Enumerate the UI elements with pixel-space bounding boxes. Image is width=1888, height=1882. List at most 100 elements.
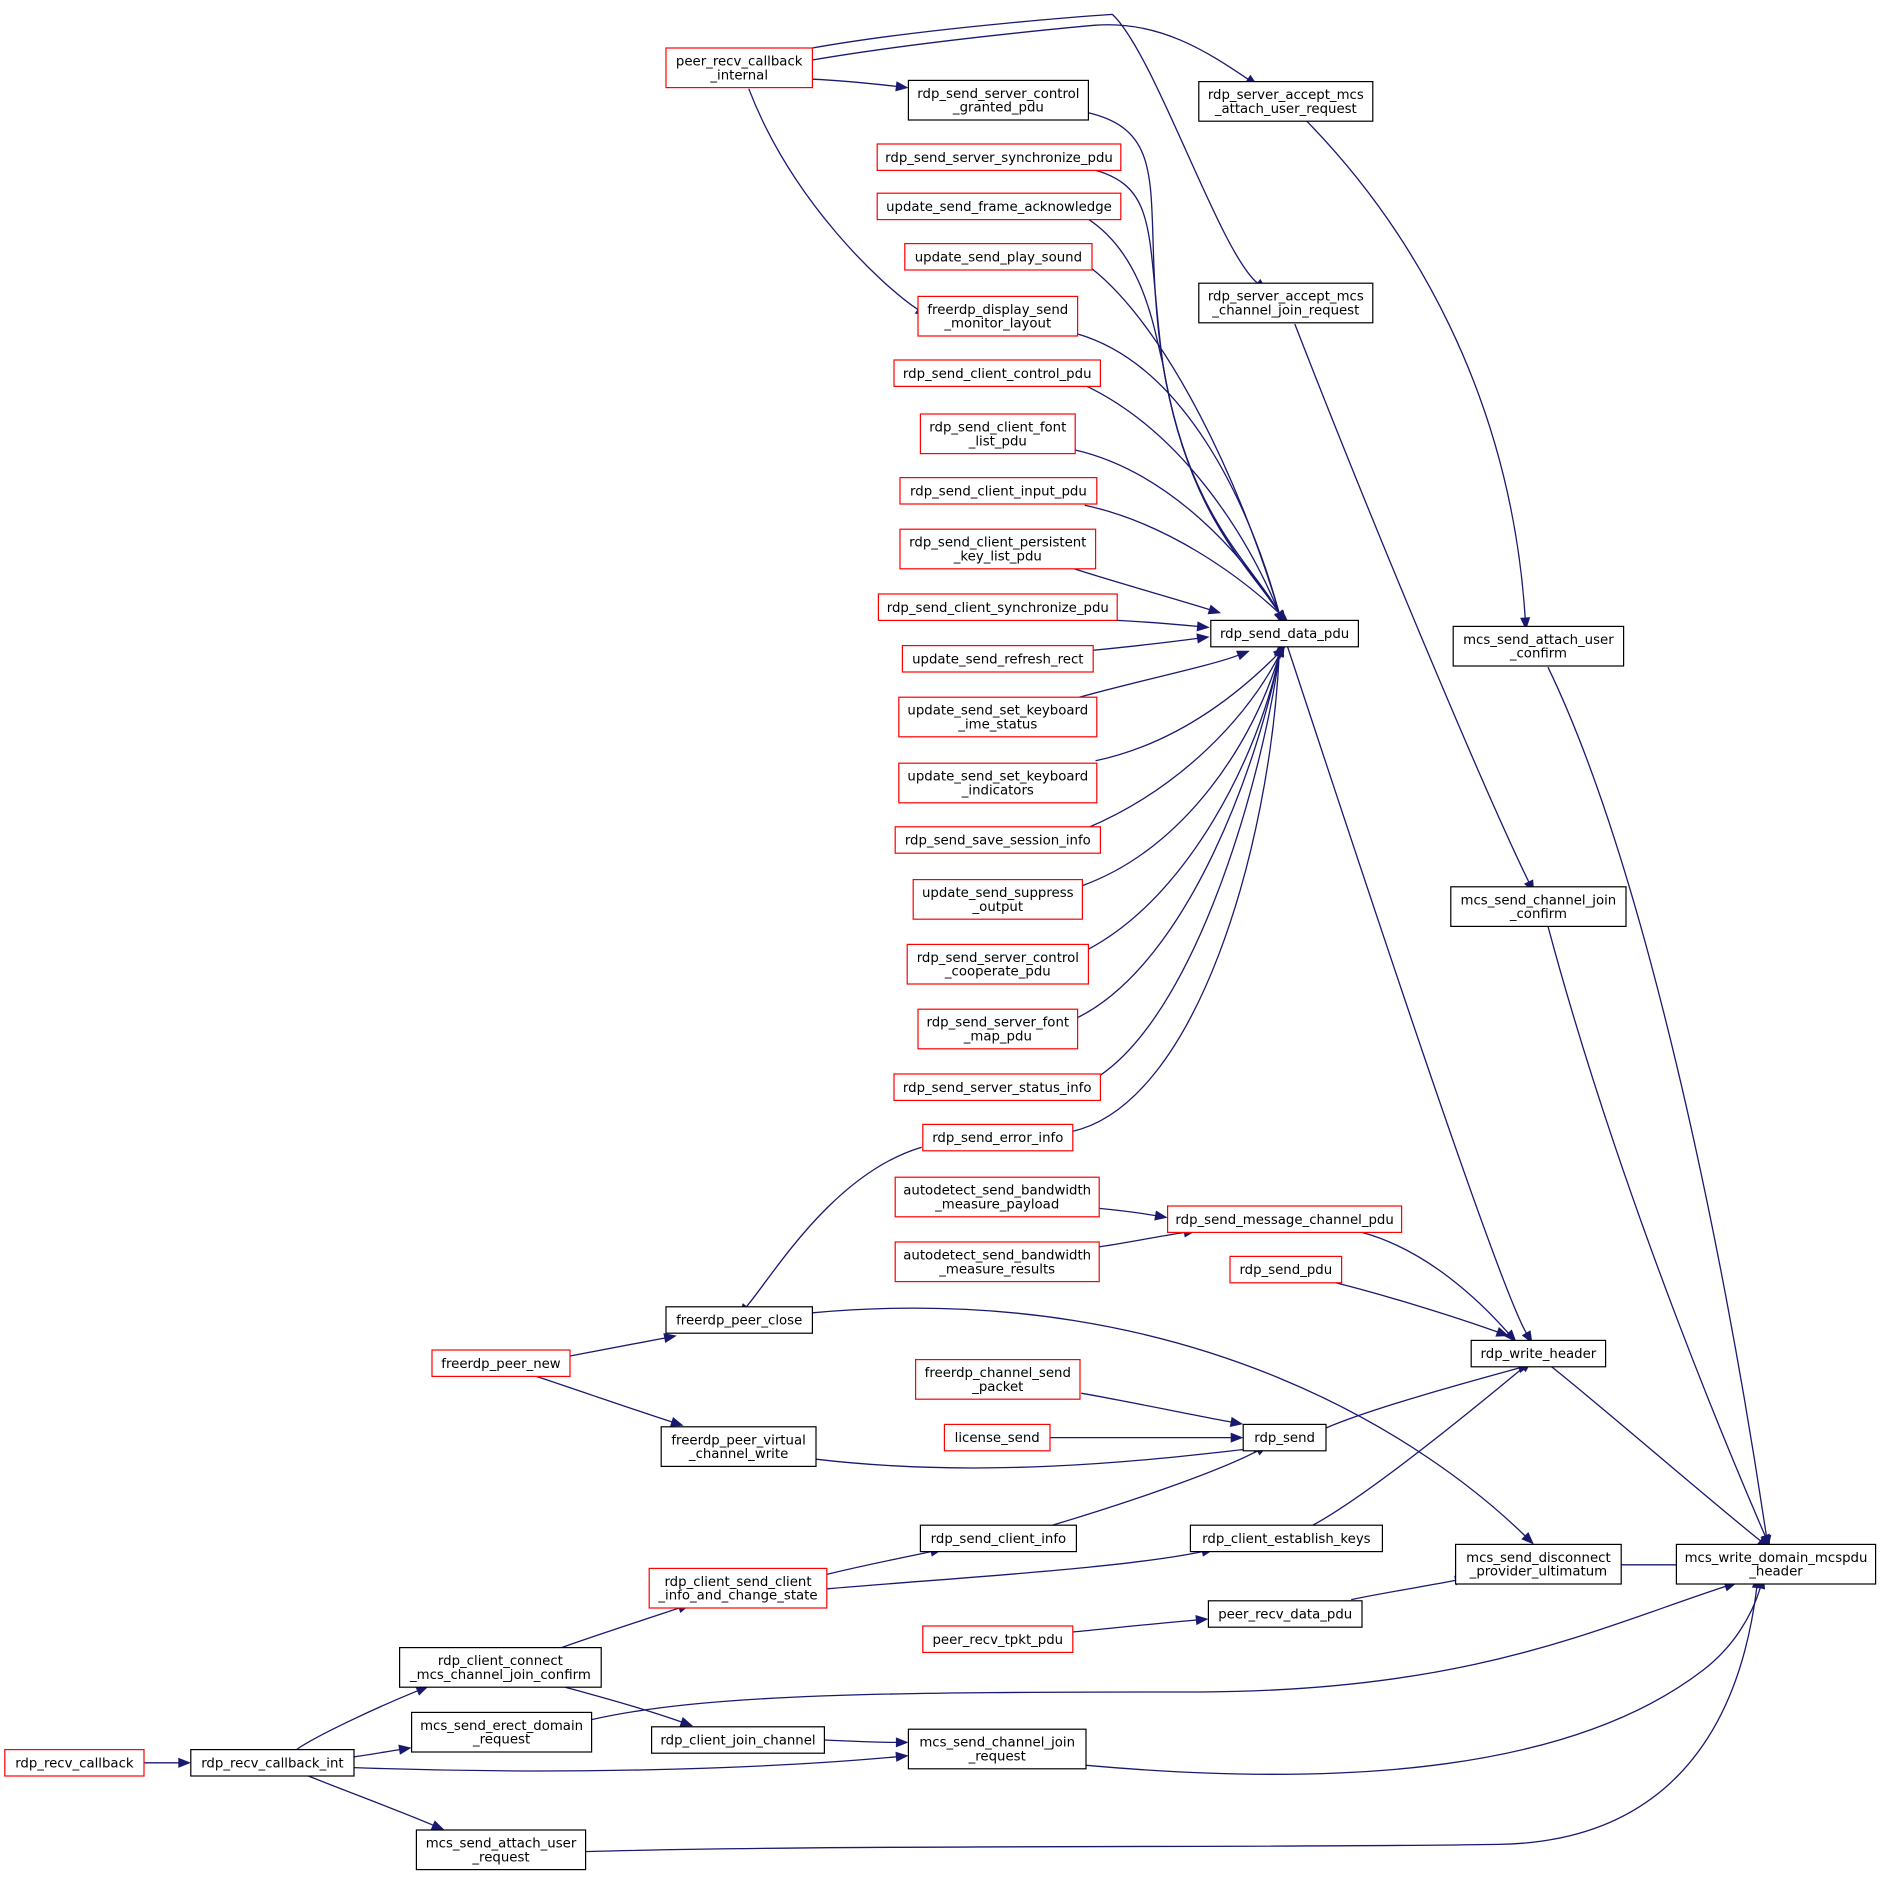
node-rdp-client-join-channel[interactable]: rdp_client_join_channel	[650, 1726, 825, 1754]
arrowhead	[415, 1686, 429, 1696]
node-label: _confirm	[1509, 647, 1567, 662]
edge-line	[296, 1690, 418, 1751]
node-update-send-keyboard-ime[interactable]: update_send_set_keyboard_ime_status	[898, 696, 1098, 738]
node-label: _measure_results	[938, 1262, 1055, 1277]
node-label: mcs_send_channel_join	[1461, 893, 1617, 908]
node-update-send-suppress[interactable]: update_send_suppress_output	[912, 878, 1084, 920]
node-label: rdp_client_send_client	[664, 1575, 811, 1590]
node-label: _attach_user_request	[1214, 102, 1357, 117]
node-freerdp-peer-virtual[interactable]: freerdp_peer_virtual_channel_write	[660, 1426, 817, 1468]
edge-line	[585, 1587, 1758, 1853]
node-box	[4, 1748, 145, 1777]
node-box	[912, 878, 1084, 920]
node-freerdp-peer-close[interactable]: freerdp_peer_close	[665, 1306, 813, 1334]
node-mcs-send-attach-user-confirm[interactable]: mcs_send_attach_user_confirm	[1452, 625, 1625, 667]
edge-line	[1052, 1450, 1258, 1526]
node-label: rdp_recv_callback_int	[201, 1756, 343, 1771]
node-rdp-send-server-control-granted[interactable]: rdp_send_server_control_granted_pdu	[907, 79, 1090, 121]
node-rdp-send-client-control[interactable]: rdp_send_client_control_pdu	[893, 359, 1101, 387]
node-rdp-send-pdu[interactable]: rdp_send_pdu	[1229, 1255, 1343, 1284]
node-rdp-recv-callback-int[interactable]: rdp_recv_callback_int	[190, 1748, 355, 1777]
node-rdp-send-message-channel[interactable]: rdp_send_message_channel_pdu	[1166, 1205, 1403, 1233]
edge-rdp_client_connect_join-to-rdp_client_join_channel	[565, 1686, 694, 1727]
edge-update_send_suppress-to-rdp_send_data_pdu	[1082, 643, 1284, 887]
edge-line	[1361, 1231, 1509, 1334]
node-box	[1454, 1543, 1622, 1585]
arrowhead	[895, 1737, 909, 1748]
node-label: mcs_send_attach_user	[1463, 633, 1614, 648]
edge-freerdp_peer_close-to-mcs_send_disconnect	[812, 1307, 1534, 1545]
node-mcs-send-attach-user-request[interactable]: mcs_send_attach_user_request	[415, 1829, 587, 1871]
node-label: _granted_pdu	[952, 101, 1044, 116]
node-rdp-send-server-synchronize[interactable]: rdp_send_server_synchronize_pdu	[876, 143, 1122, 171]
node-mcs-send-channel-join-confirm[interactable]: mcs_send_channel_join_confirm	[1450, 886, 1627, 927]
node-rdp-send[interactable]: rdp_send	[1242, 1423, 1327, 1452]
node-box	[431, 1349, 571, 1377]
node-rdp-send-error-info[interactable]: rdp_send_error_info	[922, 1123, 1074, 1152]
node-rdp-client-send-client-info[interactable]: rdp_client_send_client_info_and_change_s…	[648, 1567, 828, 1609]
edge-line	[1082, 655, 1280, 887]
node-update-send-frame-ack[interactable]: update_send_frame_acknowledge	[876, 192, 1122, 221]
node-peer-recv-data-pdu[interactable]: peer_recv_data_pdu	[1207, 1600, 1363, 1628]
node-box	[1210, 619, 1360, 648]
edge-line	[1071, 655, 1280, 1133]
arrowhead	[1521, 1330, 1533, 1344]
node-rdp-send-server-font[interactable]: rdp_send_server_font_map_pdu	[917, 1008, 1079, 1050]
edge-license_send-to-rdp_send	[1048, 1432, 1244, 1443]
edge-rdp_send_pdu-to-rdp_write_header	[1335, 1282, 1510, 1337]
node-box	[899, 477, 1098, 505]
node-label: freerdp_peer_virtual	[671, 1433, 805, 1448]
edge-rdp_recv_callback_int-to-mcs_send_erect_domain	[353, 1744, 412, 1758]
node-rdp-send-client-input[interactable]: rdp_send_client_input_pdu	[899, 477, 1098, 505]
node-autodetect-payload[interactable]: autodetect_send_bandwidth_measure_payloa…	[894, 1176, 1100, 1218]
edge-line	[745, 1146, 922, 1308]
node-box	[919, 413, 1076, 455]
arrowhead	[178, 1757, 191, 1768]
node-label: autodetect_send_bandwidth	[903, 1184, 1091, 1199]
node-freerdp-peer-new[interactable]: freerdp_peer_new	[431, 1349, 571, 1377]
node-rdp-send-data-pdu[interactable]: rdp_send_data_pdu	[1210, 619, 1360, 648]
node-rdp-server-accept-attach[interactable]: rdp_server_accept_mcs_attach_user_reques…	[1198, 80, 1374, 122]
edge-line	[1091, 637, 1198, 652]
node-label: _request	[968, 1750, 1026, 1765]
node-mcs-send-disconnect[interactable]: mcs_send_disconnect_provider_ultimatum	[1454, 1543, 1622, 1585]
node-mcs-write[interactable]: mcs_write_domain_mcspdu_header	[1675, 1543, 1877, 1585]
node-license-send[interactable]: license_send	[943, 1423, 1051, 1452]
edge-line	[1335, 1282, 1498, 1333]
node-rdp-send-client-info[interactable]: rdp_send_client_info	[919, 1524, 1078, 1553]
node-update-send-refresh-rect[interactable]: update_send_refresh_rect	[901, 644, 1094, 673]
node-update-send-keyboard-ind[interactable]: update_send_set_keyboard_indicators	[898, 762, 1098, 804]
node-label: freerdp_display_send	[927, 303, 1068, 318]
node-label: rdp_send_client_persistent	[909, 536, 1086, 551]
node-label: rdp_send_client_font	[929, 421, 1066, 436]
node-rdp-client-establish-keys[interactable]: rdp_client_establish_keys	[1189, 1524, 1384, 1553]
node-update-send-play-sound[interactable]: update_send_play_sound	[904, 243, 1093, 271]
node-box	[907, 79, 1090, 121]
node-box	[901, 644, 1094, 673]
node-freerdp-channel-send[interactable]: freerdp_channel_send_packet	[914, 1358, 1081, 1400]
node-rdp-send-client-font[interactable]: rdp_send_client_font_list_pdu	[919, 413, 1076, 455]
arrowhead	[430, 1820, 445, 1830]
node-rdp-recv-callback[interactable]: rdp_recv_callback	[4, 1748, 145, 1777]
node-rdp-send-server-cooperate[interactable]: rdp_send_server_control_cooperate_pdu	[906, 943, 1090, 985]
node-rdp-write-header[interactable]: rdp_write_header	[1470, 1339, 1607, 1368]
edge-rdp_recv_callback_int-to-rdp_client_connect_join	[296, 1686, 429, 1751]
edge-mcs_send_channel_join_request-to-mcs_write	[1084, 1576, 1766, 1775]
node-label: rdp_send_save_session_info	[905, 834, 1091, 849]
edge-line	[591, 1585, 1726, 1721]
node-peer-recv-cb-internal[interactable]: peer_recv_callback_internal	[665, 47, 813, 89]
node-freerdp-display-send[interactable]: freerdp_display_send_monitor_layout	[917, 295, 1079, 337]
node-mcs-send-channel-join-request[interactable]: mcs_send_channel_join_request	[907, 1728, 1087, 1770]
edge-freerdp_peer_new-to-freerdp_peer_virtual	[536, 1375, 684, 1427]
node-rdp-client-connect-join[interactable]: rdp_client_connect_mcs_channel_join_conf…	[399, 1646, 602, 1688]
node-mcs-send-erect-domain[interactable]: mcs_send_erect_domain_request	[411, 1711, 593, 1753]
node-rdp-send-client-persistent[interactable]: rdp_send_client_persistent_key_list_pdu	[899, 528, 1097, 570]
node-autodetect-results[interactable]: autodetect_send_bandwidth_measure_result…	[894, 1241, 1100, 1283]
node-rdp-send-save-session[interactable]: rdp_send_save_session_info	[894, 826, 1102, 854]
node-rdp-server-accept-join[interactable]: rdp_server_accept_mcs_channel_join_reque…	[1198, 282, 1374, 324]
node-rdp-send-client-synchronize[interactable]: rdp_send_client_synchronize_pdu	[877, 593, 1118, 621]
edge-line	[1086, 654, 1280, 829]
node-peer-recv-tpkt-pdu[interactable]: peer_recv_tpkt_pdu	[922, 1625, 1074, 1653]
edge-peer_recv_cb_internal-to-rdp_send_server_control_granted	[812, 78, 909, 92]
node-rdp-send-server-status[interactable]: rdp_send_server_status_info	[893, 1073, 1101, 1101]
